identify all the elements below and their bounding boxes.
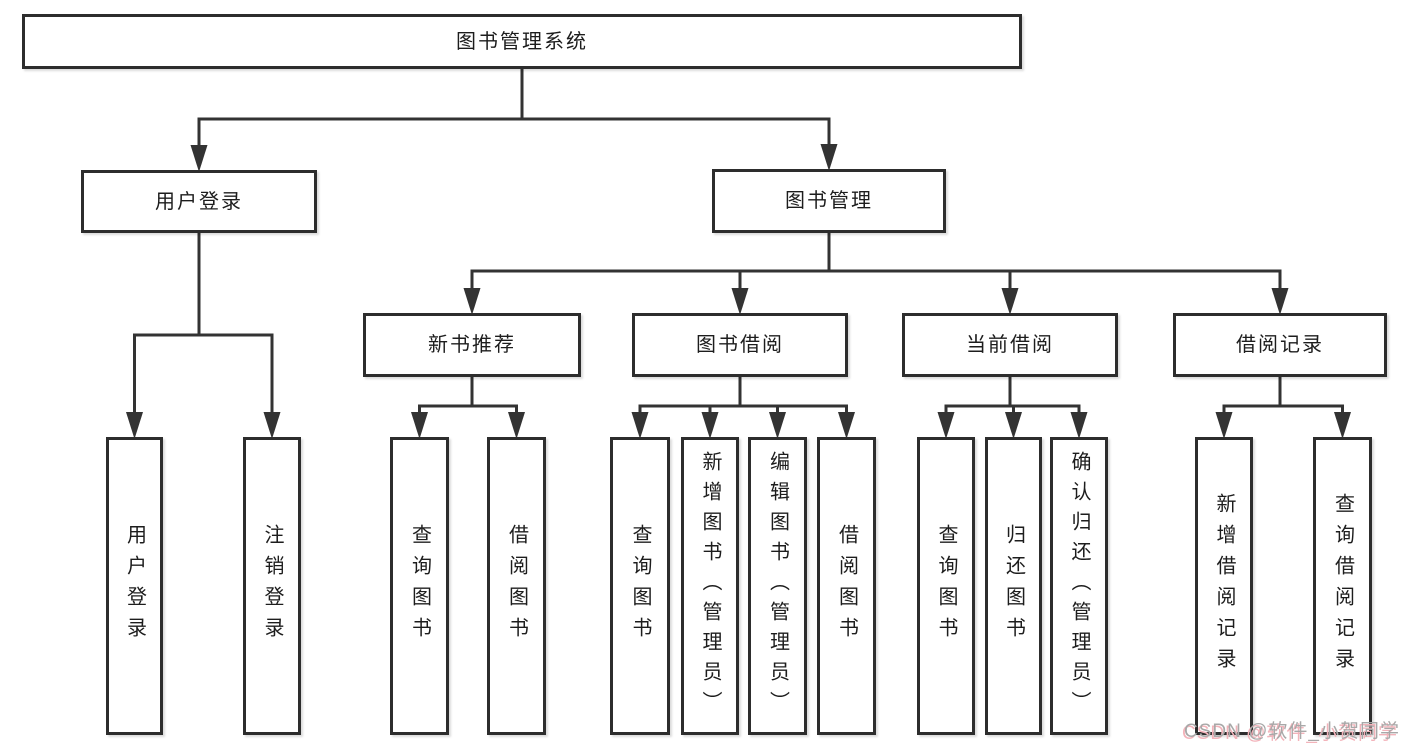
node-label-leaf-bb-add: 新增图书（管理员） (699, 451, 721, 721)
node-label-new-book-rec: 新书推荐 (428, 334, 516, 356)
node-label-leaf-cb-confirm: 确认归还（管理员） (1068, 451, 1090, 721)
node-label-current-borrow: 当前借阅 (966, 334, 1054, 356)
node-label-leaf-br-add: 新增借阅记录 (1213, 493, 1235, 679)
node-label-leaf-br-query: 查询借阅记录 (1331, 493, 1354, 679)
arrowhead-icon (1070, 412, 1088, 439)
arrowhead-icon (263, 412, 281, 439)
node-label-leaf-bb-edit: 编辑图书（管理员） (766, 451, 789, 721)
node-label-leaf-logout: 注销登录 (261, 524, 283, 648)
node-label-leaf-rec-query: 查询图书 (408, 524, 431, 648)
node-box-leaf-bb-borrow: 借阅图书 (817, 437, 876, 735)
node-box-leaf-br-add: 新增借阅记录 (1195, 437, 1253, 735)
node-box-leaf-rec-borrow: 借阅图书 (487, 437, 546, 735)
node-box-borrow-records: 借阅记录 (1173, 313, 1387, 377)
node-box-leaf-bb-add: 新增图书（管理员） (681, 437, 739, 735)
arrowhead-icon (126, 412, 143, 439)
arrowhead-icon (1271, 288, 1289, 315)
arrowhead-icon (838, 412, 855, 439)
node-label-user-login: 用户登录 (155, 190, 243, 213)
arrowhead-icon (820, 144, 838, 171)
arrowhead-icon (1215, 412, 1233, 439)
node-label-leaf-bb-query: 查询图书 (629, 524, 651, 648)
arrowhead-icon (631, 412, 649, 439)
node-label-leaf-user-login: 用户登录 (123, 524, 146, 648)
node-box-current-borrow: 当前借阅 (902, 313, 1118, 377)
arrowhead-icon (769, 412, 786, 439)
arrowhead-icon (463, 288, 481, 315)
node-box-leaf-bb-edit: 编辑图书（管理员） (748, 437, 807, 735)
node-box-leaf-bb-query: 查询图书 (610, 437, 670, 735)
node-box-leaf-logout: 注销登录 (243, 437, 301, 735)
node-label-leaf-cb-query: 查询图书 (935, 524, 957, 648)
arrowhead-icon (731, 288, 749, 315)
node-label-book-mgmt: 图书管理 (785, 190, 873, 212)
node-box-new-book-rec: 新书推荐 (363, 313, 581, 377)
arrowhead-icon (701, 412, 719, 439)
arrowhead-icon (190, 145, 208, 172)
arrowhead-icon (1001, 288, 1019, 315)
node-box-user-login: 用户登录 (81, 170, 317, 233)
node-label-root: 图书管理系统 (456, 30, 588, 53)
arrowhead-icon (937, 412, 955, 439)
node-label-leaf-bb-borrow: 借阅图书 (835, 524, 858, 648)
watermark-text: CSDN @软件_小贺同学 (1184, 721, 1400, 742)
node-box-leaf-cb-query: 查询图书 (917, 437, 975, 735)
node-box-leaf-br-query: 查询借阅记录 (1313, 437, 1372, 735)
node-box-root: 图书管理系统 (22, 14, 1022, 69)
node-box-leaf-cb-confirm: 确认归还（管理员） (1050, 437, 1108, 735)
node-label-borrow-records: 借阅记录 (1236, 334, 1324, 356)
arrowhead-icon (1334, 412, 1351, 439)
arrowhead-icon (508, 412, 525, 439)
node-box-book-mgmt: 图书管理 (712, 169, 946, 233)
arrowhead-icon (1005, 412, 1022, 439)
node-label-book-borrow: 图书借阅 (696, 334, 784, 356)
arrowhead-icon (411, 412, 428, 439)
node-box-leaf-rec-query: 查询图书 (390, 437, 449, 735)
node-label-leaf-rec-borrow: 借阅图书 (505, 524, 528, 648)
node-box-leaf-cb-return: 归还图书 (985, 437, 1042, 735)
node-box-book-borrow: 图书借阅 (632, 313, 848, 377)
node-label-leaf-cb-return: 归还图书 (1002, 524, 1025, 648)
node-box-leaf-user-login: 用户登录 (106, 437, 163, 735)
